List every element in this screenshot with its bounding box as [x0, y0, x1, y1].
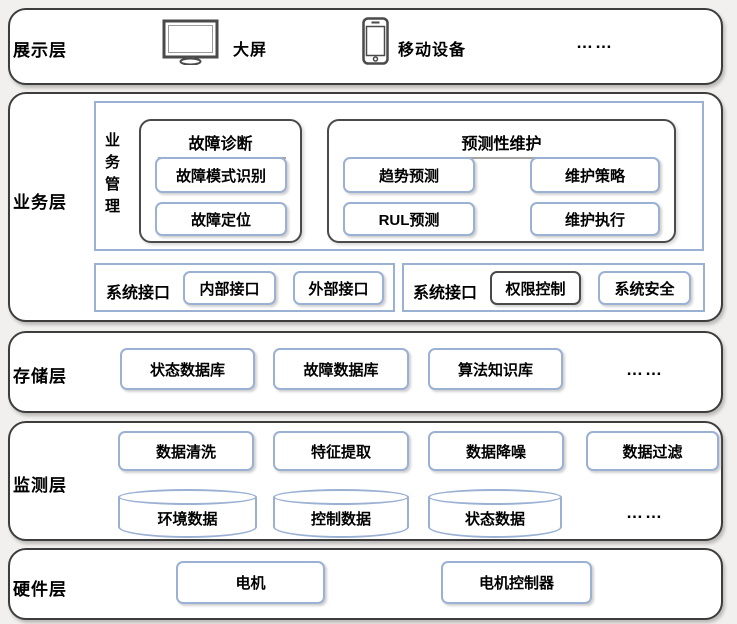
business-management-label-wrap: 业务管理	[98, 101, 124, 251]
presentation-ellipsis: ……	[576, 33, 614, 52]
motor-box: 电机	[176, 561, 325, 604]
fault-diagnosis-title: 故障诊断	[188, 136, 253, 153]
storage-ellipsis: ……	[626, 360, 664, 379]
fault-location-box: 故障定位	[155, 202, 287, 236]
monitoring-ellipsis: ……	[626, 503, 664, 522]
hardware-layer	[8, 548, 723, 620]
control-data-label: 控制数据	[310, 511, 371, 528]
permission-control-box: 权限控制	[490, 271, 581, 305]
business-layer-label: 业务层	[13, 193, 67, 212]
big-screen-label: 大屏	[233, 42, 268, 59]
monitoring-layer-label: 监测层	[13, 476, 67, 495]
system-interface-label-left: 系统接口	[106, 285, 171, 302]
maintenance-strategy-box: 维护策略	[530, 157, 660, 193]
algorithm-knowledge-base-box: 算法知识库	[428, 348, 563, 390]
external-interface-box: 外部接口	[293, 271, 384, 305]
smartphone-icon	[362, 17, 389, 70]
state-database-box: 状态数据库	[120, 348, 255, 390]
predictive-maintenance-underline	[428, 157, 573, 159]
data-denoising-box: 数据降噪	[428, 431, 564, 471]
data-filtering-box: 数据过滤	[586, 431, 719, 471]
motor-controller-box: 电机控制器	[441, 561, 592, 604]
trend-prediction-box: 趋势预测	[343, 157, 475, 193]
state-data-cylinder: 状态数据	[428, 489, 562, 538]
maintenance-execution-box: 维护执行	[530, 202, 660, 236]
business-management-label: 业务管理	[103, 132, 120, 220]
environment-data-label: 环境数据	[157, 511, 218, 528]
hardware-layer-label: 硬件层	[13, 580, 67, 599]
mobile-device-label: 移动设备	[398, 42, 467, 59]
system-interface-label-right: 系统接口	[413, 285, 478, 302]
monitor-icon	[162, 19, 220, 70]
presentation-layer-label: 展示层	[13, 41, 67, 60]
predictive-maintenance-title: 预测性维护	[461, 136, 542, 153]
state-data-label: 状态数据	[464, 511, 525, 528]
storage-layer-label: 存储层	[13, 367, 67, 386]
data-cleaning-box: 数据清洗	[118, 431, 254, 471]
system-security-box: 系统安全	[598, 271, 691, 305]
environment-data-cylinder: 环境数据	[118, 489, 257, 538]
internal-interface-box: 内部接口	[183, 271, 276, 305]
control-data-cylinder: 控制数据	[273, 489, 409, 538]
cylinder-top	[273, 489, 409, 505]
rul-prediction-box: RUL预测	[343, 202, 475, 236]
fault-mode-recognition-box: 故障模式识别	[155, 157, 287, 193]
cylinder-top	[428, 489, 562, 505]
feature-extraction-box: 特征提取	[273, 431, 409, 471]
fault-database-box: 故障数据库	[273, 348, 409, 390]
cylinder-top	[118, 489, 257, 505]
